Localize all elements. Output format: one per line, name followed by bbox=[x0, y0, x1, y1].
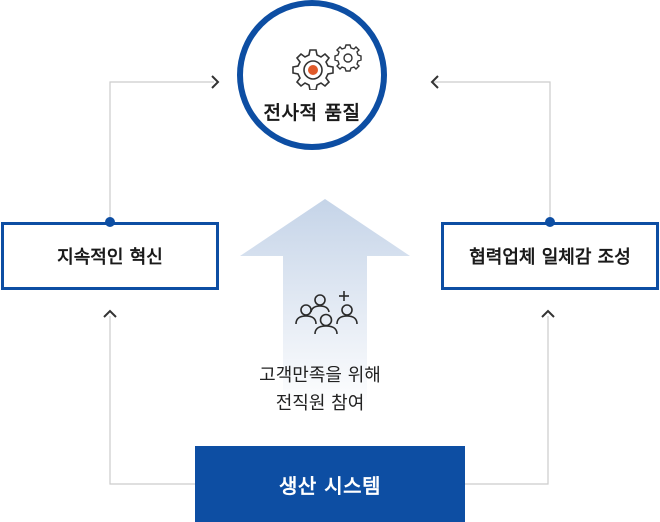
left-box-dot bbox=[105, 217, 115, 227]
center-circle-label: 전사적 품질 bbox=[263, 102, 361, 124]
left-bottom-connector bbox=[109, 316, 195, 485]
right-box: 협력업체 일체감 조성 bbox=[441, 222, 659, 290]
arrow-caption: 고객만족을 위해 전직원 참여 bbox=[215, 362, 425, 418]
right-bottom-chevron bbox=[541, 309, 555, 318]
right-top-connector bbox=[432, 81, 551, 222]
center-circle: 전사적 품질 bbox=[237, 0, 387, 150]
upward-arrow bbox=[240, 199, 410, 410]
arrow-caption-line1: 고객만족을 위해 bbox=[259, 365, 381, 386]
right-box-dot bbox=[545, 217, 555, 227]
bottom-box: 생산 시스템 bbox=[195, 446, 465, 522]
left-box-label: 지속적인 혁신 bbox=[57, 247, 163, 268]
bottom-box-label: 생산 시스템 bbox=[279, 473, 381, 498]
right-box-label: 협력업체 일체감 조성 bbox=[469, 247, 631, 268]
gears-icon bbox=[287, 44, 363, 91]
people-group-icon bbox=[292, 288, 362, 335]
right-bottom-connector bbox=[465, 316, 549, 485]
left-top-chevron bbox=[211, 75, 220, 89]
right-top-chevron bbox=[430, 75, 439, 89]
left-top-connector bbox=[109, 81, 214, 222]
left-box: 지속적인 혁신 bbox=[1, 222, 219, 290]
arrow-caption-line2: 전직원 참여 bbox=[275, 393, 365, 414]
left-bottom-chevron bbox=[103, 309, 117, 318]
